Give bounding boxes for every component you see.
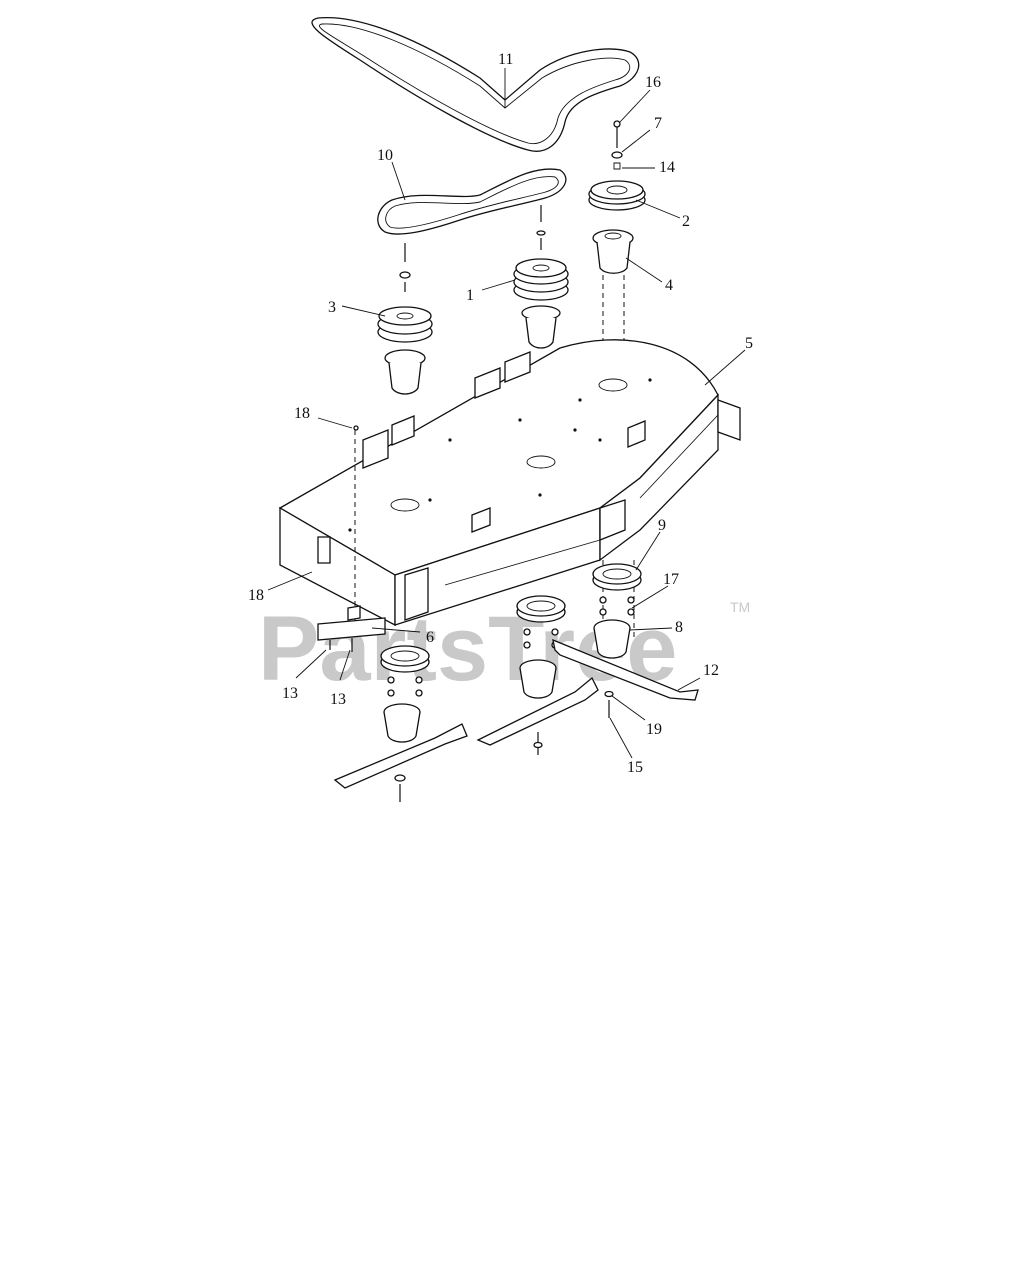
washer-19 [604, 690, 614, 698]
washers-17 [599, 596, 635, 616]
belt-11 [311, 16, 640, 152]
callout-14: 14 [659, 159, 675, 176]
callout-6: 6 [426, 629, 434, 646]
spindle-center [521, 305, 561, 349]
washer-7 [611, 151, 623, 159]
callout-8: 8 [675, 619, 683, 636]
pin-18-top [353, 425, 359, 431]
bushing-8 [593, 619, 631, 659]
callout-1: 1 [466, 287, 474, 304]
callout-18-bottom: 18 [248, 587, 264, 604]
callout-7: 7 [654, 115, 662, 132]
spindle-left [384, 349, 426, 395]
svg-text:TM: TM [730, 599, 750, 615]
callout-2: 2 [682, 213, 690, 230]
pins-13 [329, 638, 353, 652]
center-bolt [536, 205, 546, 250]
left-bolt [399, 243, 411, 292]
callout-4: 4 [665, 277, 673, 294]
callout-9: 9 [658, 517, 666, 534]
blade-12 [552, 638, 699, 701]
spindle-4 [592, 229, 634, 274]
callout-17: 17 [663, 571, 679, 588]
deflector-6 [317, 605, 386, 641]
blade-left [333, 723, 468, 802]
belt-10 [377, 168, 567, 235]
pulley-3 [377, 306, 433, 343]
callout-5: 5 [745, 335, 753, 352]
partstree-watermark: PartsTree TM [258, 598, 750, 700]
blade-center [476, 676, 599, 755]
housing-9 [592, 563, 642, 591]
leader-lines [267, 68, 746, 759]
callout-18-top: 18 [294, 405, 310, 422]
callout-16: 16 [645, 74, 661, 91]
callout-15: 15 [627, 759, 643, 776]
pulley-1 [513, 258, 569, 301]
callout-3: 3 [328, 299, 336, 316]
callout-19: 19 [646, 721, 662, 738]
pulley-2 [588, 180, 646, 211]
callout-13-right: 13 [330, 691, 346, 708]
callout-12: 12 [703, 662, 719, 679]
callout-11: 11 [498, 51, 513, 68]
deck-5 [278, 339, 741, 627]
housing-left-lower [380, 645, 430, 743]
bolt-16 [613, 120, 621, 148]
callout-10: 10 [377, 147, 393, 164]
housing-center-lower [516, 595, 566, 699]
callout-labels: 11 16 7 14 10 2 4 1 3 5 18 9 17 8 6 12 1… [248, 51, 753, 776]
callout-13-left: 13 [282, 685, 298, 702]
key-14 [613, 162, 621, 170]
